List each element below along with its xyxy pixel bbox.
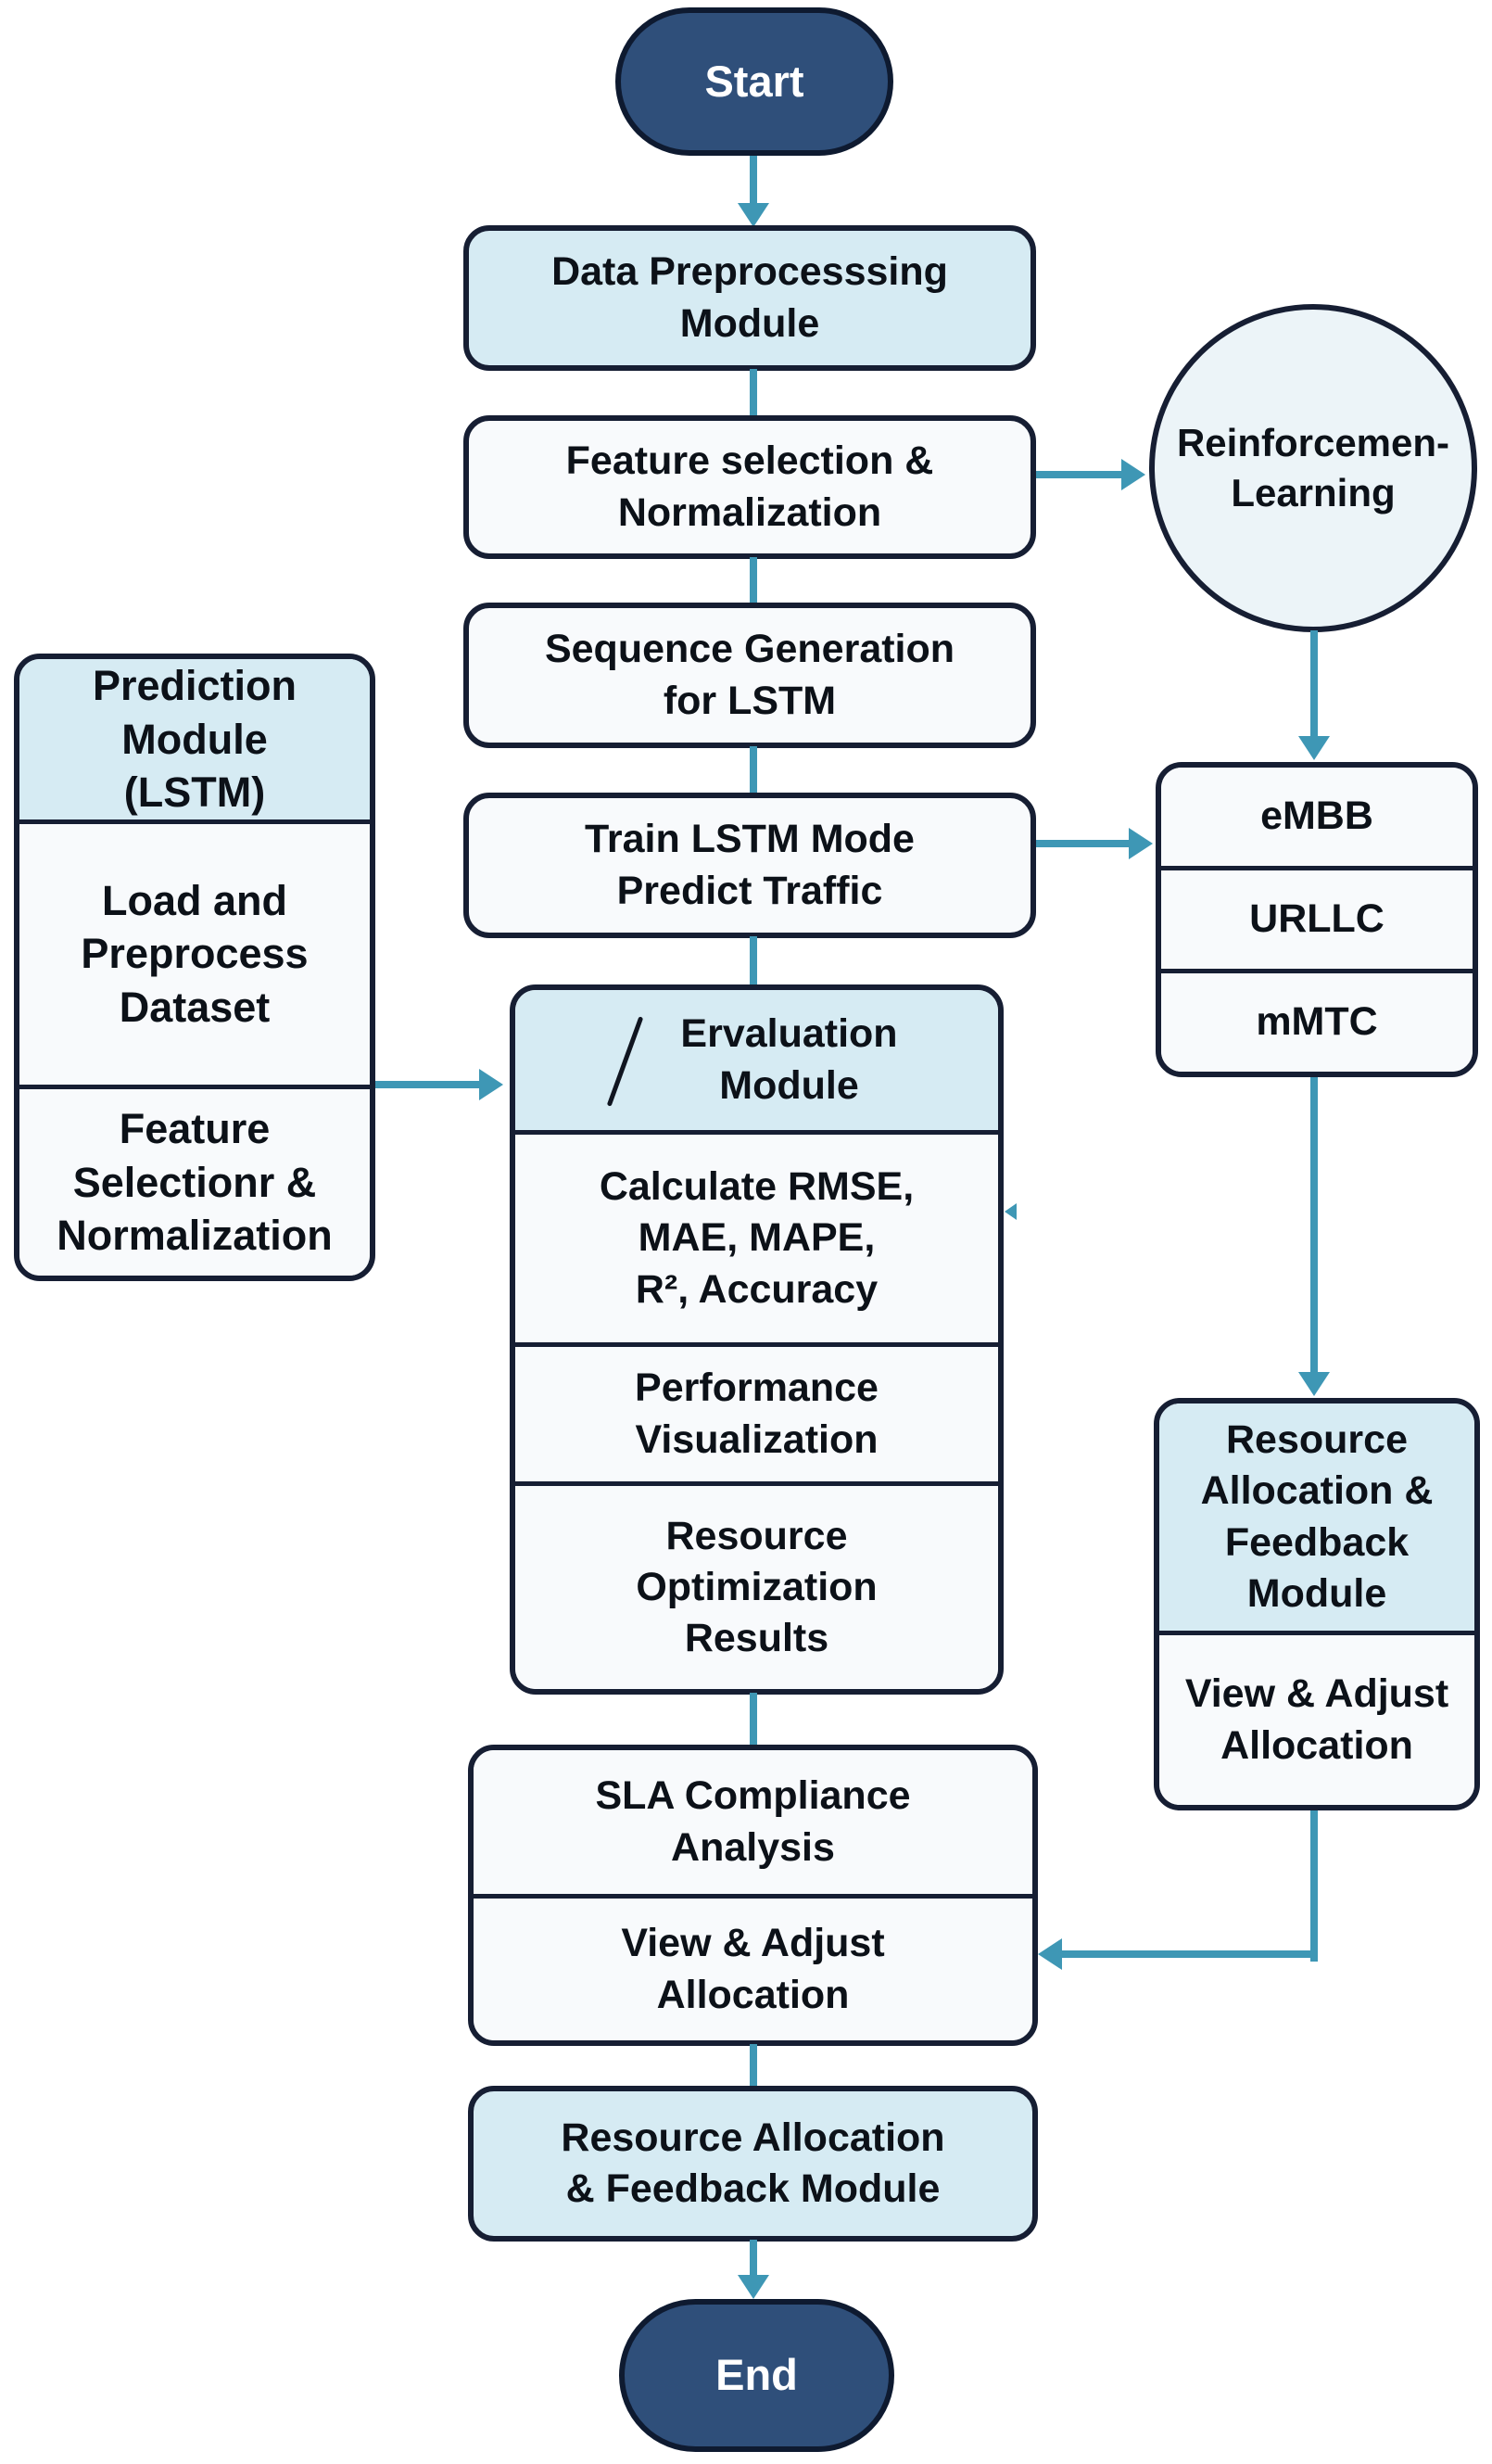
slice-row-urllc: URLLC [1161, 866, 1473, 969]
right-resource-header: Resource Allocation & Feedback Module [1159, 1403, 1474, 1631]
right-resource-title: Resource Allocation & Feedback Module [1200, 1417, 1434, 1616]
slice-urllc-label: URLLC [1249, 896, 1385, 942]
sla-compliance-node: SLA Compliance Analysis View & Adjust Al… [468, 1745, 1038, 2046]
connector-feature-to-rl [1036, 471, 1123, 478]
arrowhead-start-to-data [738, 203, 769, 227]
sla-cell-adjust: View & Adjust Allocation [474, 1894, 1032, 2040]
start-label: Start [704, 56, 804, 106]
arrowhead-feature-to-rl [1121, 459, 1145, 490]
evaluation-visualization-label: Performance Visualization [635, 1365, 879, 1462]
sla-adjust-label: View & Adjust Allocation [621, 1921, 885, 2017]
bottom-resource-node: Resource Allocation & Feedback Module [468, 2086, 1038, 2242]
evaluation-optimization-label: Resource Optimization Results [636, 1513, 878, 1661]
evaluation-metrics-label: Calculate RMSE, MAE, MAPE, R², Accuracy [599, 1164, 915, 1312]
start-node: Start [615, 7, 893, 156]
arrowhead-rightresource-to-sla [1038, 1938, 1062, 1970]
evaluation-module-header: Ervaluation Module [515, 990, 998, 1130]
reinforcement-learning-label: Reinforcemen- Learning [1176, 421, 1450, 514]
train-lstm-node: Train LSTM Mode Predict Traffic [463, 793, 1036, 938]
sla-analysis-label: SLA Compliance Analysis [595, 1773, 911, 1870]
sequence-generation-label: Sequence Generation for LSTM [544, 627, 955, 723]
prediction-module-title: Prediction Module (LSTM) [92, 662, 297, 817]
connector-data-to-feature [750, 369, 757, 417]
feature-selection-label: Feature selection & Normalization [565, 438, 934, 535]
arrowhead-slices-to-rightresource [1298, 1372, 1330, 1396]
evaluation-cell-optimization: Resource Optimization Results [515, 1481, 998, 1689]
connector-rightresource-down [1310, 1810, 1318, 1962]
evaluation-module-title: Ervaluation Module [680, 1011, 898, 1108]
slice-row-embb: eMBB [1161, 768, 1473, 866]
data-preprocessing-label: Data Preprocesssing Module [551, 249, 948, 346]
evaluation-cell-visualization: Performance Visualization [515, 1342, 998, 1481]
end-node: End [619, 2299, 894, 2452]
right-resource-cell-adjust: View & Adjust Allocation [1159, 1631, 1474, 1805]
feature-selection-node: Feature selection & Normalization [463, 415, 1036, 559]
sla-cell-analysis: SLA Compliance Analysis [474, 1750, 1032, 1894]
connector-train-to-slices [1036, 840, 1131, 847]
slice-row-mmtc: mMTC [1161, 969, 1473, 1072]
sequence-generation-node: Sequence Generation for LSTM [463, 603, 1036, 748]
slice-mmtc-label: mMTC [1256, 999, 1378, 1045]
connector-sequence-to-train [750, 746, 757, 794]
train-lstm-label: Train LSTM Mode Predict Traffic [585, 817, 915, 913]
arrowhead-train-to-slices [1129, 828, 1153, 859]
stray-arrow-artifact [1005, 1203, 1017, 1220]
prediction-module-cell-load: Load and Preprocess Dataset [19, 819, 370, 1085]
prediction-load-label: Load and Preprocess Dataset [81, 876, 309, 1032]
bottom-resource-label: Resource Allocation & Feedback Module [561, 2115, 945, 2211]
connector-slices-to-rightresource [1310, 1077, 1318, 1374]
connector-bottomresource-to-end [750, 2240, 757, 2277]
end-label: End [715, 2350, 798, 2400]
prediction-module-header: Prediction Module (LSTM) [19, 659, 370, 819]
prediction-module-cell-feature: Feature Selectionr & Normalization [19, 1084, 370, 1276]
connector-evaluation-to-sla [750, 1693, 757, 1746]
connector-rightresource-to-sla [1062, 1950, 1318, 1958]
right-resource-adjust-label: View & Adjust Allocation [1184, 1671, 1449, 1768]
slice-types-node: eMBB URLLC mMTC [1156, 762, 1478, 1077]
slash-mark [606, 1016, 644, 1107]
right-resource-node: Resource Allocation & Feedback Module Vi… [1154, 1398, 1480, 1810]
arrowhead-rl-to-slices [1298, 736, 1330, 760]
connector-train-to-evaluation [750, 936, 757, 986]
evaluation-module-node: Ervaluation Module Calculate RMSE, MAE, … [510, 984, 1004, 1695]
connector-rl-to-slices [1310, 630, 1318, 738]
connector-prediction-to-evaluation [375, 1081, 481, 1088]
evaluation-cell-metrics: Calculate RMSE, MAE, MAPE, R², Accuracy [515, 1130, 998, 1342]
prediction-module-node: Prediction Module (LSTM) Load and Prepro… [14, 654, 375, 1281]
connector-start-to-data [750, 156, 757, 205]
data-preprocessing-node: Data Preprocesssing Module [463, 225, 1036, 371]
connector-sla-to-bottomresource [750, 2044, 757, 2088]
arrowhead-bottomresource-to-end [738, 2275, 769, 2299]
reinforcement-learning-node: Reinforcemen- Learning [1149, 304, 1477, 632]
prediction-feature-label: Feature Selectionr & Normalization [57, 1105, 333, 1260]
connector-feature-to-sequence [750, 557, 757, 604]
slice-embb-label: eMBB [1260, 794, 1373, 839]
arrowhead-prediction-to-evaluation [479, 1069, 503, 1100]
